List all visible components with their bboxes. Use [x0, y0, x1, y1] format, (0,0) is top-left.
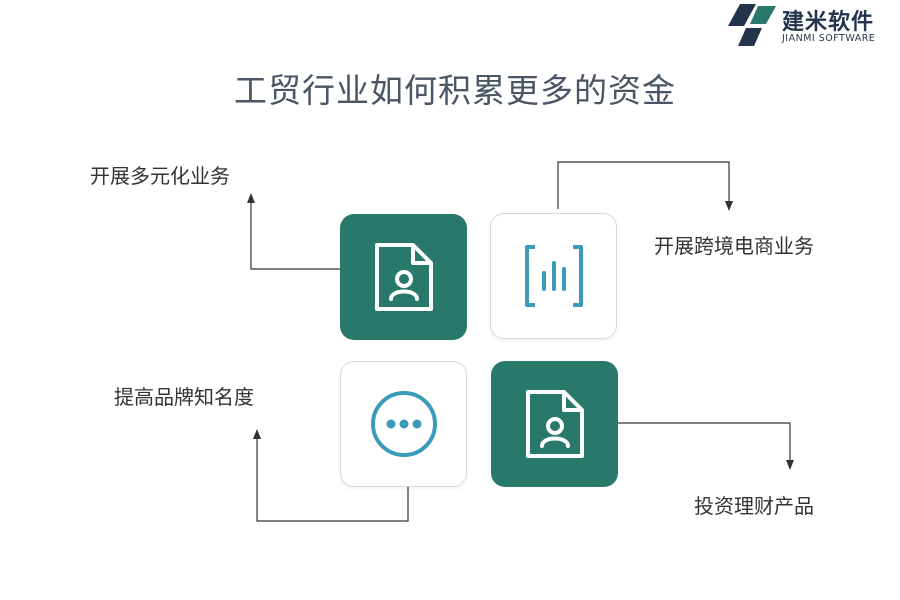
arrowhead-top-left [247, 193, 255, 203]
tile-brand-awareness [340, 361, 467, 487]
connector-bottom-right [618, 422, 791, 463]
connector-bottom-left [256, 436, 409, 522]
tile-cross-border-ecommerce [490, 213, 617, 339]
label-wealth-management: 投资理财产品 [694, 494, 814, 518]
connector-top-left [250, 200, 340, 270]
tile-wealth-management [491, 361, 618, 487]
more-dots-icon [370, 391, 437, 457]
document-person-icon [525, 390, 584, 458]
logo-subtitle: JIANMI SOFTWARE [782, 33, 876, 44]
document-person-icon [374, 243, 433, 311]
arrowhead-bottom-left [253, 429, 261, 439]
label-cross-border-ecommerce: 开展跨境电商业务 [654, 234, 814, 258]
bar-chart-icon [524, 245, 583, 307]
label-brand-awareness: 提高品牌知名度 [114, 385, 254, 409]
label-diversified-business: 开展多元化业务 [90, 164, 230, 188]
connector-top-right [557, 161, 730, 209]
tile-diversified-business [340, 214, 467, 340]
logo-mark-icon [728, 4, 776, 46]
arrowhead-bottom-right [786, 460, 794, 470]
arrowhead-top-right [725, 201, 733, 211]
logo-name: 建米软件 [782, 10, 875, 35]
page-title: 工贸行业如何积累更多的资金 [234, 71, 676, 110]
brand-logo: 建米软件 JIANMI SOFTWARE [724, 2, 900, 48]
